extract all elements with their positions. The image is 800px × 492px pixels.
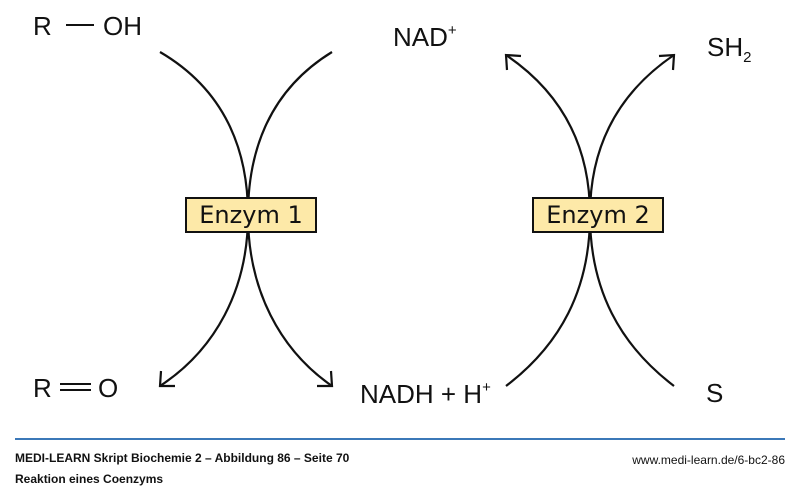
arrowhead-nadh — [317, 370, 334, 388]
label-r-o-r: R — [33, 373, 52, 403]
sh2-text: SH — [707, 32, 744, 62]
nad-text: NAD — [393, 22, 448, 52]
nadh-charge: + — [482, 379, 491, 396]
arrowhead-nad — [504, 53, 522, 71]
label-r-oh-r: R — [33, 11, 52, 41]
nadh-text: NADH + H — [360, 379, 483, 409]
arrowhead-sh2 — [658, 53, 676, 71]
footer-caption: Reaktion eines Coenzyms — [15, 472, 164, 486]
arrowhead-r-o — [158, 370, 175, 388]
footer-source: MEDI-LEARN Skript Biochemie 2 – Abbildun… — [15, 451, 350, 465]
label-nad-plus: NAD+ — [393, 23, 457, 50]
footer-divider — [15, 438, 785, 440]
label-sh2: SH2 — [707, 34, 751, 65]
label-r-oh-oh: OH — [103, 11, 142, 41]
nad-charge: + — [447, 22, 457, 39]
sh2-subscript: 2 — [743, 49, 752, 66]
enzyme-2-box: Enzym 2 — [532, 197, 664, 233]
footer-url: www.medi-learn.de/6-bc2-86 — [632, 453, 785, 467]
label-r-o-o: O — [98, 373, 119, 403]
label-s: S — [706, 378, 724, 408]
enzyme-1-box: Enzym 1 — [185, 197, 317, 233]
reaction-diagram — [60, 24, 676, 391]
label-nadh: NADH + H+ — [360, 380, 491, 407]
